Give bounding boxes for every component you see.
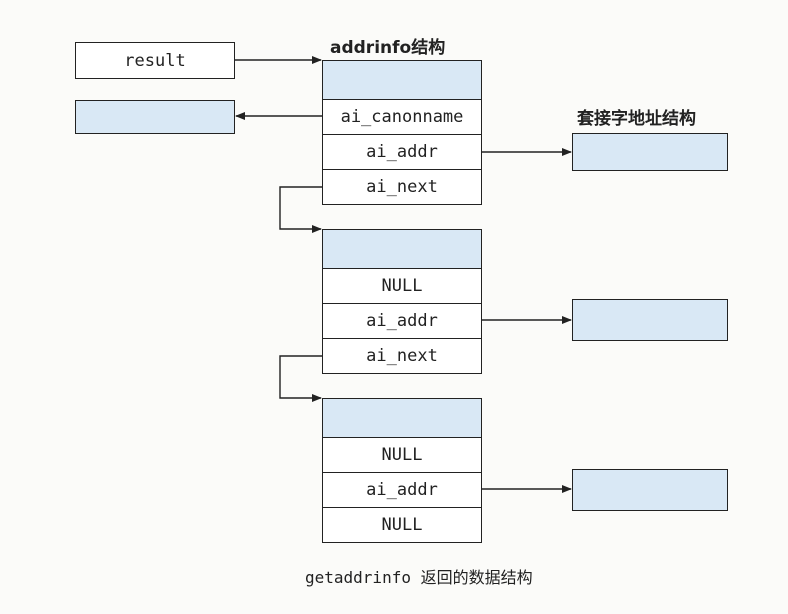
result-label: result: [124, 50, 186, 71]
node-2-addr-field: ai_addr: [323, 303, 481, 338]
node-1-header: [323, 61, 481, 99]
node-2-canonname-field: NULL: [323, 268, 481, 303]
next-pointer-arrow-1: [279, 186, 322, 233]
figure-caption: getaddrinfo 返回的数据结构: [305, 568, 533, 587]
addrinfo-struct-title: addrinfo结构: [330, 38, 446, 58]
node-1-addr-field: ai_addr: [323, 134, 481, 169]
next-pointer-arrow-2: [279, 355, 322, 402]
sockaddr-struct-title: 套接字地址结构: [577, 109, 696, 129]
addrinfo-node-3: NULL ai_addr NULL: [322, 398, 482, 543]
node-3-addr-field: ai_addr: [323, 472, 481, 507]
node-3-header: [323, 399, 481, 437]
canonname-string-box: [75, 100, 235, 134]
result-box: result: [75, 42, 235, 79]
node-3-next-field: NULL: [323, 507, 481, 542]
sockaddr-box-2: [572, 299, 728, 341]
addrinfo-node-1: ai_canonname ai_addr ai_next: [322, 60, 482, 205]
node-2-next-field: ai_next: [323, 338, 481, 373]
sockaddr-box-1: [572, 133, 728, 171]
node-2-header: [323, 230, 481, 268]
node-1-next-field: ai_next: [323, 169, 481, 204]
node-1-canonname-field: ai_canonname: [323, 99, 481, 134]
sockaddr-box-3: [572, 469, 728, 511]
node-3-canonname-field: NULL: [323, 437, 481, 472]
addrinfo-node-2: NULL ai_addr ai_next: [322, 229, 482, 374]
